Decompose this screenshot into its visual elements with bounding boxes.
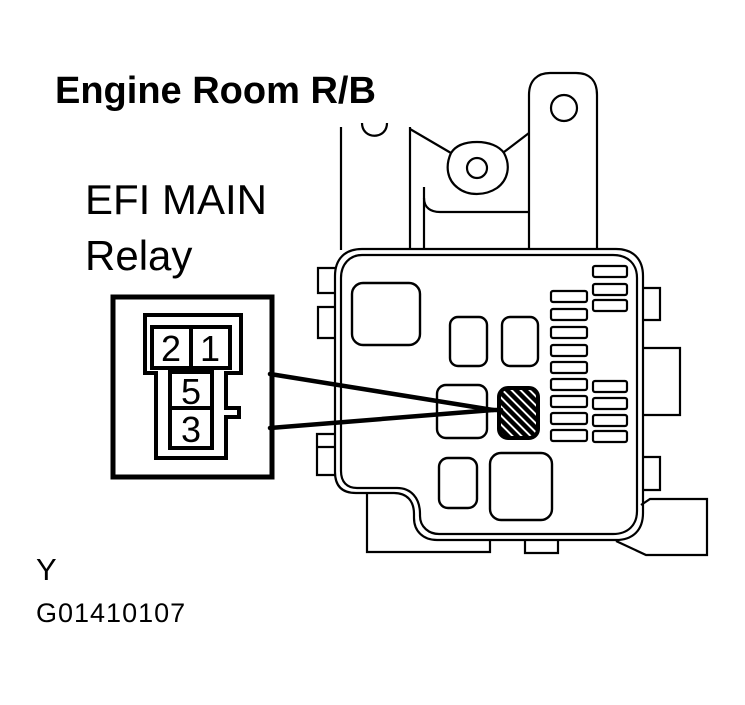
- bottom-flange: [365, 494, 492, 554]
- component-label-line1: EFI MAIN: [85, 176, 268, 223]
- diagram-title: Engine Room R/B: [55, 70, 376, 112]
- fuse-slot: [549, 428, 589, 443]
- left-tab: [316, 266, 335, 295]
- relay-slot: [437, 456, 479, 510]
- mounting-bracket: [339, 71, 599, 250]
- bottom-right-flange: [615, 497, 709, 557]
- fuse-slot: [591, 379, 629, 394]
- bolt-hole-icon: [465, 156, 489, 180]
- section-marker: Y: [36, 552, 57, 587]
- fuse-slot: [591, 264, 629, 279]
- fuse-slot: [549, 394, 589, 409]
- bracket-boss: [446, 140, 509, 196]
- bolt-hole-icon: [549, 93, 579, 123]
- left-tab: [315, 432, 335, 477]
- fuse-slot: [591, 429, 629, 444]
- figure-id: G01410107: [36, 598, 187, 628]
- pin-label-2: 2: [161, 328, 181, 369]
- fuse-slot: [549, 377, 589, 392]
- relay-slot: [500, 315, 540, 368]
- bottom-tab: [523, 540, 560, 555]
- pointer-lines: [267, 371, 504, 431]
- fusebox-body: [333, 247, 645, 542]
- pin-label-5: 5: [181, 371, 201, 412]
- fuse-slot: [591, 396, 629, 411]
- pin-label-3: 3: [181, 409, 201, 450]
- right-tab: [643, 286, 662, 322]
- fuse-slot: [549, 325, 589, 340]
- relay-slot: [488, 451, 554, 522]
- right-tab: [643, 455, 662, 492]
- fuse-slot: [591, 413, 629, 428]
- fuse-slot: [591, 298, 629, 313]
- pin-label-1: 1: [200, 328, 220, 369]
- right-tab: [643, 346, 682, 417]
- fuse-slot: [549, 289, 589, 304]
- relay-slots: [350, 281, 554, 522]
- fuse-slots: [549, 264, 629, 444]
- fuse-slot: [549, 411, 589, 426]
- relay-slot: [448, 315, 489, 368]
- relay-slot: [350, 281, 422, 347]
- efi-main-relay-location: [497, 386, 540, 440]
- pointer-line-lower: [267, 407, 496, 431]
- fuse-slot: [549, 360, 589, 375]
- bracket-notch: [360, 122, 389, 137]
- connector-outline: [143, 313, 243, 460]
- bracket-ear: [527, 71, 599, 250]
- fuse-slot: [591, 282, 629, 297]
- pointer-line-upper: [267, 371, 504, 413]
- connector-pin-cavities: [150, 325, 232, 450]
- fuse-slot: [549, 343, 589, 358]
- left-tab: [316, 305, 335, 340]
- side-tabs: [315, 266, 709, 557]
- fuse-slot: [549, 307, 589, 322]
- component-label-line2: Relay: [85, 232, 193, 279]
